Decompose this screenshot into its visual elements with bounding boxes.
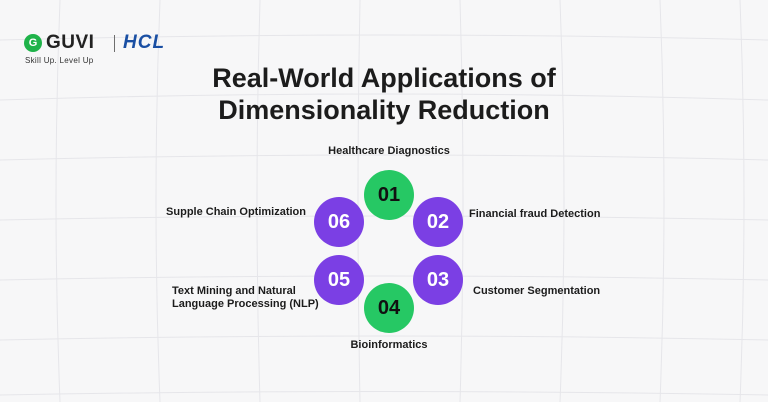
node-05: 05 [314,255,364,305]
brand-tagline: Skill Up. Level Up [25,56,94,65]
node-04: 04 [364,283,414,333]
label-bioinformatics: Bioinformatics [350,339,428,351]
node-02: 02 [413,197,463,247]
node-06: 06 [314,197,364,247]
title-line-2: Dimensionality Reduction [218,95,550,125]
brand-logo: G GUVI HCL Skill Up. Level Up [22,32,192,72]
label-text-mining-nlp: Text Mining and Natural Language Process… [172,285,319,311]
label-text-mining-line-2: Language Processing (NLP) [172,298,319,310]
guvi-wordmark: GUVI [46,32,95,53]
label-customer-segmentation: Customer Segmentation [473,285,601,297]
label-healthcare-diagnostics: Healthcare Diagnostics [328,145,450,157]
page-title: Real-World Applications of Dimensionalit… [134,62,634,126]
label-supply-chain-optimization: Supple Chain Optimization [166,206,306,218]
hcl-wordmark: HCL [123,32,166,53]
node-03: 03 [413,255,463,305]
label-financial-fraud-detection: Financial fraud Detection [469,208,601,220]
label-text-mining-line-1: Text Mining and Natural [172,285,296,297]
logo-divider [114,35,115,52]
title-line-1: Real-World Applications of [212,63,556,93]
guvi-logo-icon: G [24,34,42,52]
node-01: 01 [364,170,414,220]
